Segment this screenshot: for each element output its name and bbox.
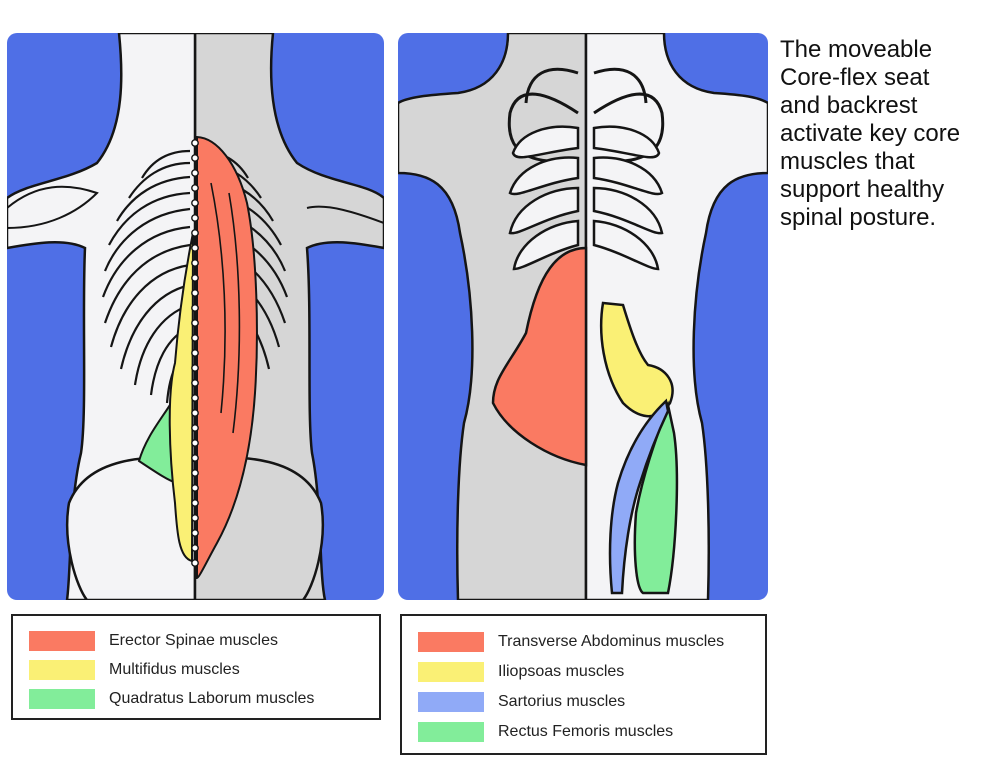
vertebra-dot bbox=[191, 544, 199, 552]
vertebra-dot bbox=[191, 169, 199, 177]
vertebra-dot bbox=[191, 319, 199, 327]
vertebra-dot bbox=[191, 214, 199, 222]
caption-line: and backrest bbox=[780, 92, 918, 119]
vertebra-dot bbox=[191, 244, 199, 252]
legend-label: Quadratus Laborum muscles bbox=[109, 690, 315, 707]
vertebra-dot bbox=[191, 289, 199, 297]
caption-line: muscles that bbox=[780, 148, 915, 175]
legend-item: Rectus Femoris muscles bbox=[418, 720, 673, 744]
legend-label: Transverse Abdominus muscles bbox=[498, 633, 725, 650]
vertebra-dot bbox=[191, 439, 199, 447]
rectus-femoris-muscle bbox=[633, 400, 679, 595]
vertebra-dot bbox=[191, 304, 199, 312]
legend-item: Sartorius muscles bbox=[418, 690, 625, 714]
spine-vertebrae bbox=[191, 139, 199, 567]
vertebra-dot bbox=[191, 274, 199, 282]
legend-swatch bbox=[418, 692, 484, 712]
vertebra-dot bbox=[191, 349, 199, 357]
legend-label: Multifidus muscles bbox=[109, 661, 240, 678]
vertebra-dot bbox=[191, 379, 199, 387]
multifidus-muscle bbox=[168, 232, 194, 563]
legend-label: Rectus Femoris muscles bbox=[498, 723, 674, 740]
caption-line: activate key core bbox=[780, 120, 961, 147]
transverse-abdominus-muscle bbox=[491, 246, 588, 467]
vertebra-dot bbox=[191, 199, 199, 207]
description-caption: The moveable Core-flex seat and backrest… bbox=[780, 36, 985, 232]
legend-swatch bbox=[418, 632, 484, 652]
vertebra-dot bbox=[191, 334, 199, 342]
back-muscles-legend: Erector Spinae muscles Multifidus muscle… bbox=[11, 614, 381, 720]
legend-swatch bbox=[29, 689, 95, 709]
back-ribs-left bbox=[101, 149, 191, 404]
vertebra-dot bbox=[191, 364, 199, 372]
vertebra-dot bbox=[191, 529, 199, 537]
caption-line: The moveable bbox=[780, 36, 933, 63]
vertebra-dot bbox=[191, 139, 199, 147]
vertebra-dot bbox=[191, 499, 199, 507]
legend-label: Iliopsoas muscles bbox=[498, 663, 625, 680]
vertebra-dot bbox=[191, 424, 199, 432]
vertebra-dot bbox=[191, 259, 199, 267]
front-view-illustration bbox=[398, 33, 768, 600]
vertebra-dot bbox=[191, 484, 199, 492]
erector-spinae-muscle bbox=[196, 135, 258, 580]
legend-item: Multifidus muscles bbox=[29, 658, 240, 682]
legend-item: Quadratus Laborum muscles bbox=[29, 687, 314, 711]
vertebra-dot bbox=[191, 409, 199, 417]
back-view-illustration bbox=[7, 33, 384, 600]
legend-swatch bbox=[418, 662, 484, 682]
legend-item: Iliopsoas muscles bbox=[418, 660, 624, 684]
legend-label: Erector Spinae muscles bbox=[109, 632, 278, 649]
legend-item: Erector Spinae muscles bbox=[29, 629, 278, 653]
front-muscles-legend: Transverse Abdominus muscles Iliopsoas m… bbox=[400, 614, 767, 755]
legend-swatch bbox=[418, 722, 484, 742]
vertebra-dot bbox=[191, 454, 199, 462]
quadratus-laborum-muscle bbox=[137, 392, 178, 485]
sartorius-muscle bbox=[608, 398, 670, 595]
vertebra-dot bbox=[191, 229, 199, 237]
legend-swatch bbox=[29, 660, 95, 680]
caption-line: support healthy bbox=[780, 176, 945, 203]
legend-swatch bbox=[29, 631, 95, 651]
caption-line: spinal posture. bbox=[780, 204, 937, 231]
iliopsoas-muscle bbox=[599, 301, 674, 418]
vertebra-dot bbox=[191, 514, 199, 522]
caption-line: Core-flex seat bbox=[780, 64, 930, 91]
legend-item: Transverse Abdominus muscles bbox=[418, 630, 724, 654]
vertebra-dot bbox=[191, 154, 199, 162]
vertebra-dot bbox=[191, 469, 199, 477]
vertebra-dot bbox=[191, 559, 199, 567]
vertebra-dot bbox=[191, 184, 199, 192]
legend-label: Sartorius muscles bbox=[498, 693, 626, 710]
vertebra-dot bbox=[191, 394, 199, 402]
